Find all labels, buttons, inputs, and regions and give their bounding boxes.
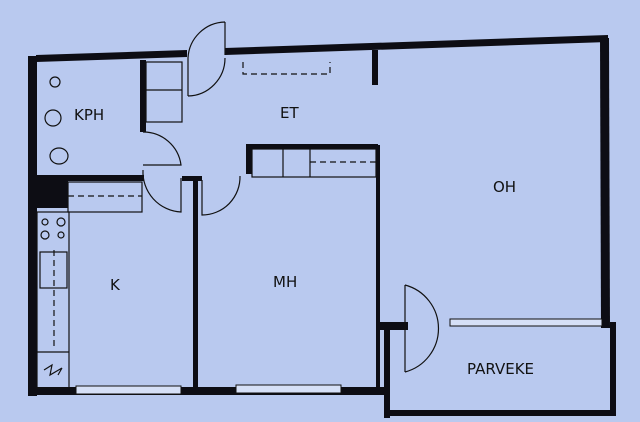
toilet-icon (49, 147, 69, 165)
room-labels: KPH ET OH K MH PARVEKE (74, 104, 534, 378)
stove-icon (41, 218, 49, 226)
room-label-oh: OH (493, 178, 516, 196)
room-label-mh: MH (273, 273, 297, 291)
room-label-k: K (110, 276, 121, 294)
electric-panel-icon (43, 363, 63, 377)
shower-icon (49, 76, 61, 88)
sink-icon (44, 109, 62, 127)
room-label-kph: KPH (74, 106, 104, 124)
walls (28, 35, 616, 418)
room-label-parveke: PARVEKE (467, 360, 534, 378)
doors (142, 21, 440, 373)
room-label-et: ET (280, 104, 299, 122)
fixtures (36, 61, 377, 389)
windows (75, 318, 603, 395)
